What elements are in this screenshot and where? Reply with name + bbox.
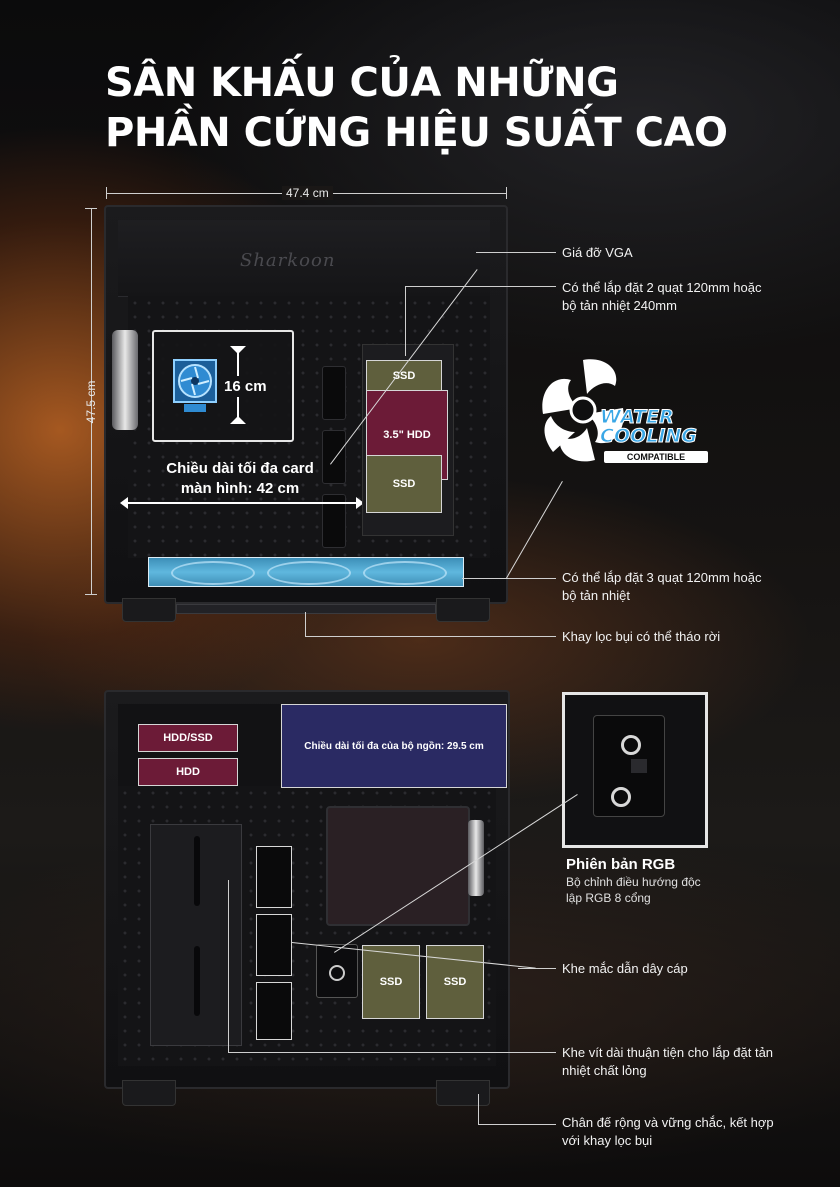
leader-fans-bottom bbox=[462, 578, 556, 579]
cutout-1 bbox=[322, 366, 346, 420]
fan-blade-icon bbox=[542, 359, 624, 462]
width-dimension-tick-left bbox=[106, 187, 107, 199]
compatible-label: COMPATIBLE bbox=[604, 451, 708, 463]
leader-fans-top-h bbox=[405, 286, 556, 287]
fan-2-icon bbox=[267, 561, 351, 585]
rgb-controller-small bbox=[316, 944, 358, 998]
cable-grommet-2 bbox=[256, 914, 292, 976]
leader-screw-h bbox=[228, 1052, 556, 1053]
cooler-height-label: 16 cm bbox=[220, 376, 271, 397]
rear-fan bbox=[112, 330, 138, 430]
case-top-shroud bbox=[118, 220, 490, 297]
callout-vga-holder: Giá đỡ VGA bbox=[562, 245, 633, 260]
fan-1-icon bbox=[171, 561, 255, 585]
case-foot-right bbox=[436, 598, 490, 622]
page-title: SÂN KHẤU CỦA NHỮNG PHẦN CỨNG HIỆU SUẤT C… bbox=[105, 60, 728, 156]
cpu-cutout bbox=[326, 806, 470, 926]
rgb-chip bbox=[631, 759, 647, 773]
plate-slot-2 bbox=[194, 946, 200, 1016]
height-dimension-line bbox=[91, 208, 92, 594]
psu-bay: Chiều dài tối đa của bộ ngồn: 29.5 cm bbox=[281, 704, 507, 788]
gpu-length-line bbox=[126, 502, 360, 504]
leader-cable-h bbox=[518, 968, 556, 969]
water-label: WATER bbox=[600, 406, 675, 428]
callout-dust-filter: Khay lọc bụi có thể tháo rời bbox=[562, 629, 721, 644]
arrow-up-icon bbox=[230, 346, 246, 354]
leader-filter-h bbox=[305, 636, 556, 637]
cable-grommet-1 bbox=[256, 846, 292, 908]
arrow-left-icon bbox=[120, 497, 128, 509]
gpu-length-label: Chiều dài tối đa card màn hình: 42 cm bbox=[166, 460, 314, 497]
hdd-label: 3.5" HDD bbox=[383, 429, 431, 441]
leader-feet-v bbox=[478, 1094, 479, 1124]
cooling-label: COOLING bbox=[600, 425, 698, 447]
case-foot-left bbox=[122, 598, 176, 622]
arrow-right-icon bbox=[356, 497, 364, 509]
rear-foot-right bbox=[436, 1080, 490, 1106]
height-dimension-tick-bottom bbox=[85, 594, 97, 595]
callout-fans-bottom: Có thể lắp đặt 3 quạt 120mm hoặc bộ tản … bbox=[562, 570, 762, 603]
leader-filter-v bbox=[305, 612, 306, 636]
cpu-cooler-area: 16 cm bbox=[152, 330, 294, 442]
height-dimension-label: 47.5 cm bbox=[84, 380, 98, 424]
leader-vga-h bbox=[476, 252, 556, 253]
brand-logo: Sharkoon bbox=[240, 250, 336, 271]
fan-3-icon bbox=[363, 561, 447, 585]
callout-fans-top: Có thể lắp đặt 2 quạt 120mm hoặc bộ tản … bbox=[562, 280, 762, 313]
cpu-cooler-icon bbox=[173, 359, 217, 412]
ssd-bay-1: SSD bbox=[362, 945, 420, 1019]
callout-screw-slot: Khe vít dài thuận tiện cho lắp đặt tản n… bbox=[562, 1045, 774, 1078]
cable-grommet-3 bbox=[256, 982, 292, 1040]
height-dimension-tick-top bbox=[85, 208, 97, 209]
rgb-connector-1-icon bbox=[621, 735, 641, 755]
leader-screw-v bbox=[228, 880, 229, 1052]
bottom-fan-bay bbox=[148, 557, 464, 587]
rgb-port-icon bbox=[329, 965, 345, 981]
rgb-title: Phiên bản RGB bbox=[566, 856, 676, 873]
rear-foot-left bbox=[122, 1080, 176, 1106]
plate-slot-1 bbox=[194, 836, 200, 906]
arrow-down-icon bbox=[230, 416, 246, 424]
dust-filter-tray bbox=[176, 604, 436, 614]
rgb-description: Bộ chỉnh điều hướng độc lập RGB 8 cổng bbox=[566, 875, 701, 905]
hdd-bay: HDD bbox=[138, 758, 238, 786]
leader-water bbox=[506, 481, 563, 579]
hdd-ssd-bay: HDD/SSD bbox=[138, 724, 238, 752]
leader-feet-h bbox=[478, 1124, 556, 1125]
ssd-bottom-slot: SSD bbox=[366, 455, 442, 513]
width-dimension-tick-right bbox=[506, 187, 507, 199]
rgb-controller-inset bbox=[562, 692, 708, 848]
width-dimension-label: 47.4 cm bbox=[282, 186, 333, 200]
rgb-connector-2-icon bbox=[611, 787, 631, 807]
callout-cable-slot: Khe mắc dẫn dây cáp bbox=[562, 961, 688, 976]
leader-fans-top-v bbox=[405, 286, 406, 356]
front-fan-edge bbox=[468, 820, 484, 896]
callout-feet: Chân đế rộng và vững chắc, kết hợp với k… bbox=[562, 1115, 774, 1148]
psu-length-label: Chiều dài tối đa của bộ ngồn: 29.5 cm bbox=[304, 740, 484, 752]
